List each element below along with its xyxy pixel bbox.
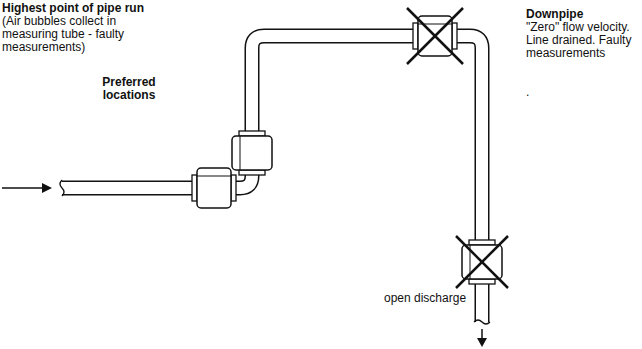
cross-mark (407, 8, 463, 64)
pipe-bore (61, 36, 482, 323)
pipe-break (474, 320, 490, 324)
cross-mark (456, 236, 508, 288)
outlet-label: open discharge (384, 292, 470, 305)
callout-heading: Highest point of pipe run (2, 2, 202, 15)
cross-mark (456, 236, 508, 288)
flow-arrow (2, 187, 44, 189)
flowmeter (232, 131, 272, 175)
arrow-head (477, 338, 487, 347)
callout-note: "Zero" flow velocity. Line drained. Faul… (526, 21, 636, 60)
pipe-break (60, 180, 64, 196)
flowmeter (192, 168, 236, 208)
callout-heading: Downpipe (526, 8, 636, 21)
stray-mark: . (526, 86, 546, 99)
cross-mark (407, 8, 463, 64)
pipe-outline (62, 36, 482, 322)
callout-heading: Preferred locations (88, 76, 170, 102)
arrow-head (42, 183, 52, 193)
callout-note: (Air bubbles collect in measuring tube -… (2, 15, 140, 54)
